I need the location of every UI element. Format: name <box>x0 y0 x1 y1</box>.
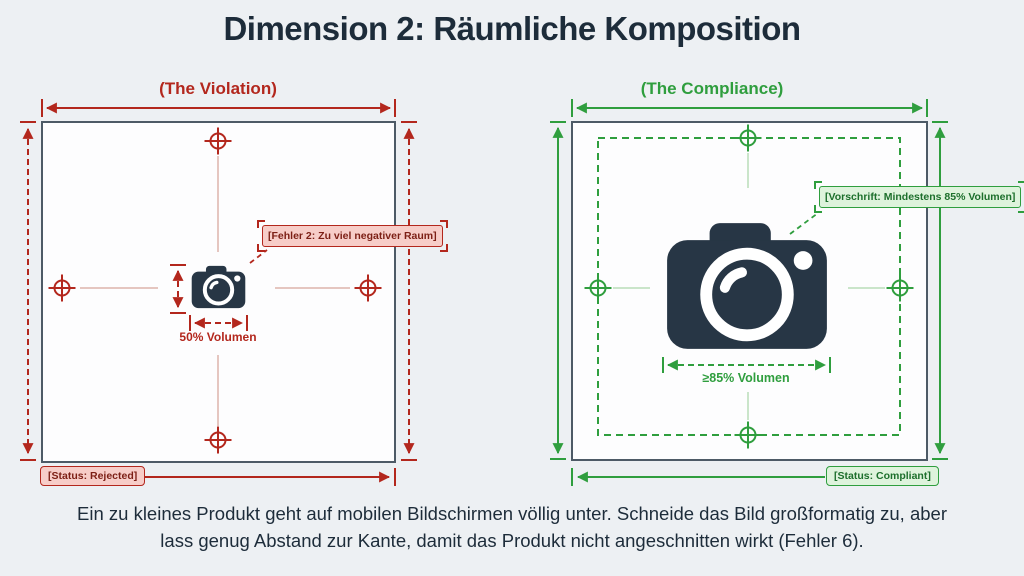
compliance-height-dimension-right <box>932 121 948 460</box>
bracket-corner-icon <box>257 244 265 252</box>
compliance-panel-linework <box>550 99 948 486</box>
compliance-volume-label: ≥85% Volumen <box>702 371 790 385</box>
violation-width-dimension <box>41 99 396 117</box>
rule-label-leader-line <box>789 212 819 235</box>
bracket-corner-icon <box>439 220 448 228</box>
bracket-corner-icon <box>1018 181 1024 189</box>
compliance-height-dimension-left <box>550 121 566 460</box>
violation-panel-linework <box>20 99 417 486</box>
bracket-corner-icon <box>1018 205 1024 213</box>
error-label-leader-line <box>249 249 268 264</box>
bracket-corner-icon <box>439 244 448 252</box>
error-label: [Fehler 2: Zu viel negativer Raum] <box>257 220 448 252</box>
violation-panel-heading: (The Violation) <box>159 79 277 98</box>
rule-label-text: [Vorschrift: Mindestens 85% Volumen] <box>825 191 1016 203</box>
product-height-dimension <box>170 264 186 314</box>
rejected-status-arrow <box>136 468 396 486</box>
rule-label: [Vorschrift: Mindestens 85% Volumen] <box>814 181 1024 213</box>
page-title: Dimension 2: Räumliche Komposition <box>223 10 801 47</box>
compliance-panel-heading: (The Compliance) <box>640 79 784 98</box>
compliance-width-dimension <box>571 99 928 117</box>
bracket-corner-icon <box>814 181 822 189</box>
bracket-corner-icon <box>814 205 822 213</box>
product-width-dimension-compliant <box>662 357 831 373</box>
status-badge-compliant: [Status: Compliant] <box>826 466 939 486</box>
status-badge-rejected: [Status: Rejected] <box>40 466 146 486</box>
bracket-corner-icon <box>257 220 265 228</box>
error-label-text: [Fehler 2: Zu viel negativer Raum] <box>268 230 437 242</box>
camera-icon <box>667 223 827 349</box>
caption-line-1: Ein zu kleines Produkt geht auf mobilen … <box>77 503 947 524</box>
compliant-status-arrow <box>571 468 825 486</box>
product-width-dimension <box>189 315 248 331</box>
violation-volume-label: 50% Volumen <box>179 330 257 344</box>
violation-height-dimension-right <box>401 121 417 461</box>
violation-height-dimension-left <box>20 121 36 461</box>
caption-line-2: lass genug Abstand zur Kante, damit das … <box>160 530 864 551</box>
camera-icon <box>192 266 246 308</box>
